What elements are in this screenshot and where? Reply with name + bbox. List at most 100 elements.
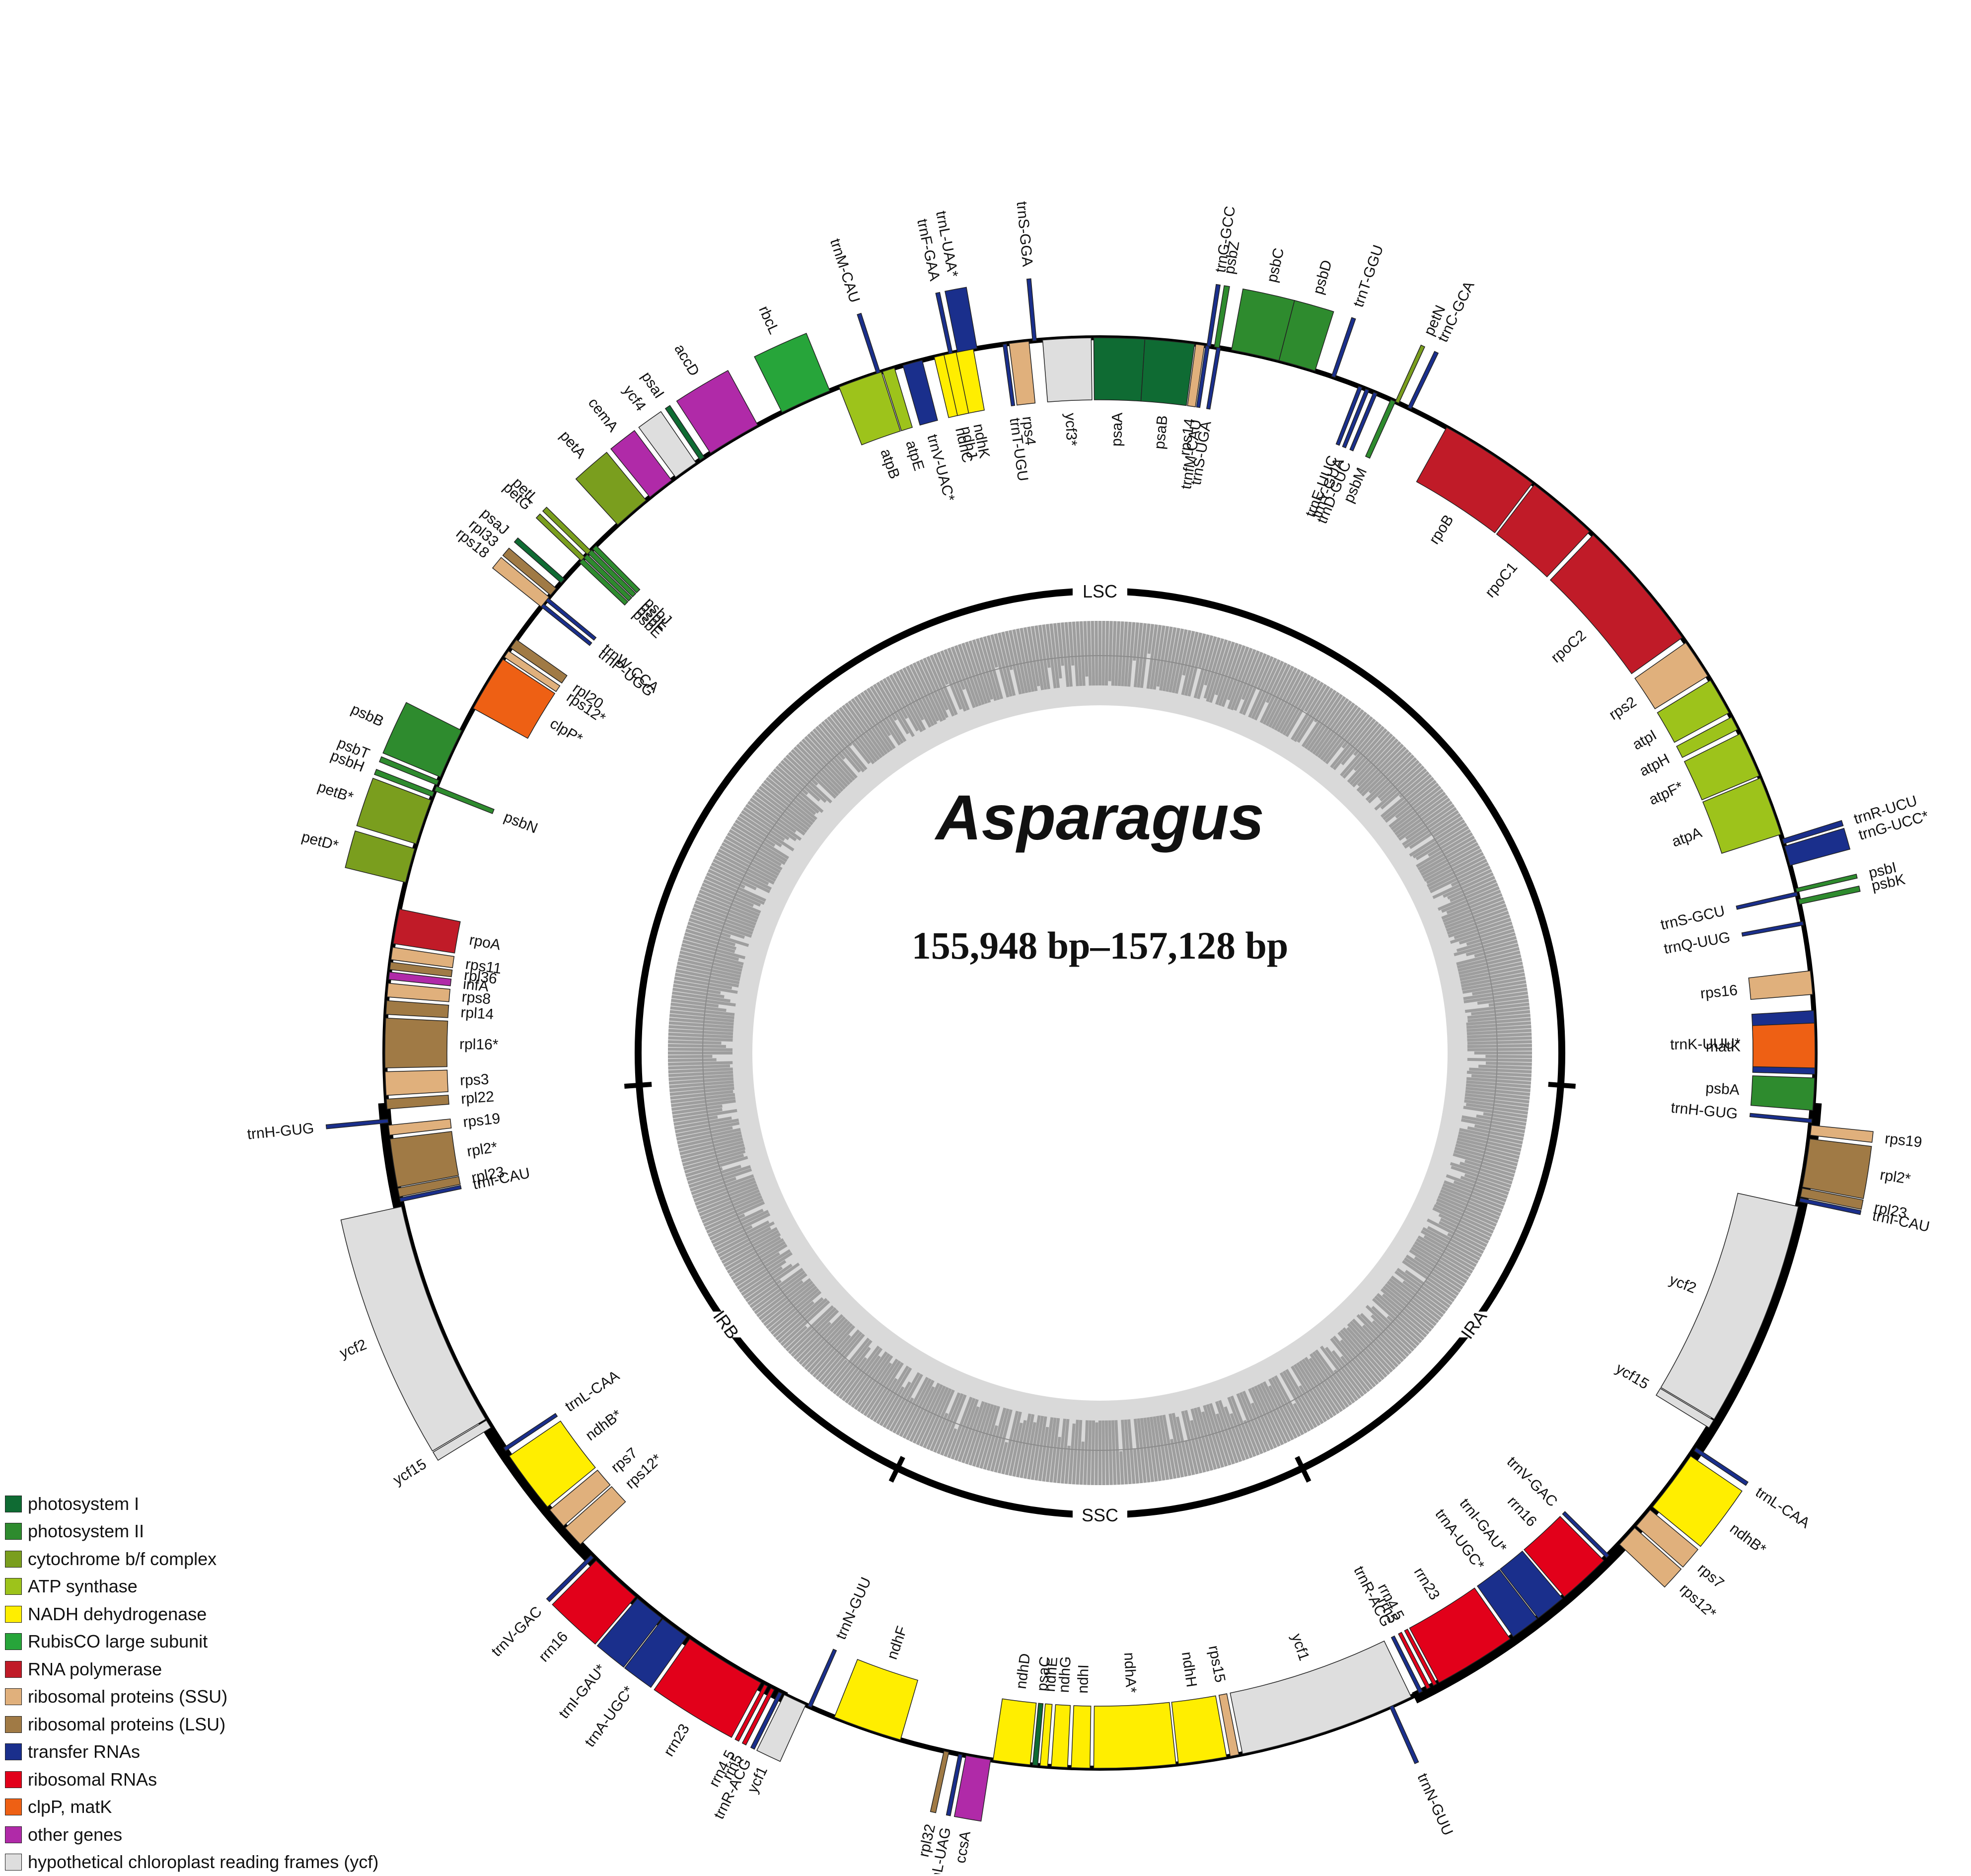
gc-bar [1467,1042,1532,1043]
gene-label-rpl22: rpl22 [460,1089,495,1108]
gc-bar [668,1049,741,1050]
gene-label-cema: cemA [585,395,621,435]
gene-label-psbb: psbB [349,701,386,730]
gene-label-rps2: rps2 [1606,694,1639,724]
gene-psab [1141,339,1195,406]
gene-ycf1 [1230,1641,1411,1754]
gene-label-trnv-uac: trnV-UAC* [924,433,957,503]
legend-swatch [5,1523,22,1540]
gene-label-rps19: rps19 [1884,1130,1923,1151]
gene-label-trnh-gug: trnH-GUG [246,1120,315,1143]
legend-item-photosystem-ii: photosystem II [5,1518,378,1546]
gene-label-ndhd: ndhD [1013,1652,1034,1690]
legend-swatch [5,1771,22,1788]
gene-ndha [1094,1703,1176,1768]
gene-label-rrn16: rrn16 [1504,1493,1540,1530]
gene-rps16 [1749,971,1813,999]
gene-ycf3 [1043,338,1092,402]
region-label-lsc: LSC [1083,581,1117,601]
legend-item-nadh-dehydrogenase: NADH dehydrogenase [5,1600,378,1628]
gene-clpp [473,659,555,738]
gene-label-trnv-gac: trnV-GAC [488,1603,545,1660]
legend-label: hypothetical chloroplast reading frames … [28,1852,378,1873]
legend-swatch [5,1854,22,1871]
gene-label-ycf1: ycf1 [1288,1632,1313,1663]
gene-label-atph: atpH [1637,750,1672,779]
gene-ndhg [1051,1705,1070,1768]
legend-swatch [5,1496,22,1512]
gene-ndhi [1071,1706,1091,1768]
legend-label: clpP, matK [28,1797,112,1817]
gene-label-psac: psaC [1034,1655,1053,1692]
legend-item-atp-synthase: ATP synthase [5,1573,378,1601]
gene-label-rpl2: rpl2* [466,1139,499,1160]
gene-label-rpl2: rpl2* [1879,1167,1911,1188]
gene-psbn [435,786,494,814]
legend-label: other genes [28,1824,122,1845]
gene-label-rbcl: rbcL [755,303,782,337]
legend-swatch [5,1661,22,1678]
gc-bar [1121,1451,1123,1485]
gene-label-psbn: psbN [502,809,540,837]
gene-label-psba: psbA [1705,1080,1740,1098]
legend-item-transfer-rnas: transfer RNAs [5,1738,378,1766]
legend-label: transfer RNAs [28,1741,140,1762]
gc-bar [1486,1063,1532,1064]
legend-swatch [5,1551,22,1568]
gc-bar [1106,1417,1107,1485]
gene-label-trnl-caa: trnL-CAA [1752,1484,1813,1532]
gene-label-trnh-gug: trnH-GUG [1670,1100,1739,1123]
gene-label-rps16: rps16 [1699,982,1738,1002]
gene-label-psab: psaB [1151,415,1171,450]
genome-size: 155,948 bp–157,128 bp [912,924,1289,967]
gene-label-ccsa: ccsA [952,1830,974,1865]
gc-bar [1085,621,1087,677]
gene-rpl16 [385,1018,448,1068]
gene-label-trni-gau: trnI-GAU* [556,1661,609,1722]
gene-label-trnm-cau: trnM-CAU [827,237,863,305]
gene-rpl2 [1802,1139,1871,1199]
gene-rpl22 [386,1095,449,1109]
gene-label-trnt-ggu: trnT-GGU [1350,243,1387,309]
legend-swatch [5,1633,22,1650]
gene-label-ndha: ndhA* [1121,1652,1139,1694]
gene-label-rps15: rps15 [1205,1644,1229,1684]
legend-label: RubisCO large subunit [28,1631,208,1652]
gene-label-trns-gga: trnS-GGA [1014,201,1036,267]
legend-label: cytochrome b/f complex [28,1549,217,1570]
gene-matk [1752,1023,1815,1068]
region-boundary-tick [624,1084,652,1086]
gene-rps8 [387,983,450,1001]
legend-item-photosystem-i: photosystem I [5,1490,378,1518]
gene-ndhh [1171,1696,1227,1764]
legend-swatch [5,1716,22,1733]
gc-bar [1081,1441,1083,1485]
gene-trnm-cau [857,313,880,374]
gene-label-rps19: rps19 [462,1110,501,1130]
gene-ndhd [993,1699,1036,1765]
gene-label-rrn16: rrn16 [536,1629,572,1665]
gene-label-atpi: atpI [1630,727,1660,753]
gc-bar [1485,1056,1532,1057]
gene-label-ycf15: ycf15 [390,1456,429,1488]
gene-label-rpoa: rpoA [468,932,502,954]
gene-psba [1751,1076,1815,1111]
gene-label-petb: petB* [315,778,355,806]
gene-trnh-gug [326,1119,388,1129]
gene-label-rrn23: rrn23 [660,1721,693,1759]
gene-label-rpoc2: rpoC2 [1548,627,1589,666]
gene-label-petd: petD* [300,828,340,854]
gene-label-rpl16: rpl16* [459,1036,499,1053]
gene-trns-gcu [1736,892,1797,909]
gene-rpl14 [386,1001,448,1018]
gene-trnc-gca [1408,351,1438,409]
gene-trnp-ugg [541,604,592,646]
gene-label-rps3: rps3 [459,1071,489,1089]
gene-label-ycf2: ycf2 [338,1336,369,1361]
gene-label-accd: accD [671,341,702,379]
legend-swatch [5,1688,22,1705]
legend-label: photosystem II [28,1521,144,1542]
legend-item-ribosomal-proteins-ssu: ribosomal proteins (SSU) [5,1683,378,1711]
gene-trnn-guu [808,1649,836,1707]
gene-label-rpob: rpoB [1426,512,1457,547]
